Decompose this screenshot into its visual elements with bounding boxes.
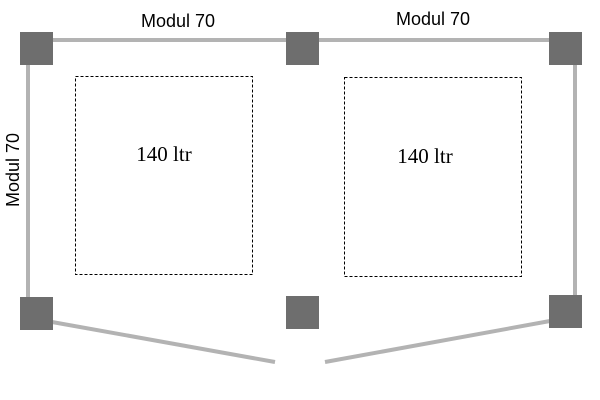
label-top-right-module: Modul 70 xyxy=(396,9,470,29)
post-bottom-left xyxy=(20,297,53,330)
label-left-side-module: Modul 70 xyxy=(3,133,23,207)
label-left-zone: 140 ltr xyxy=(136,142,191,166)
zone-left xyxy=(75,76,253,275)
post-bottom-right xyxy=(549,295,582,328)
zone-right xyxy=(344,77,522,277)
post-top-right xyxy=(549,32,582,65)
post-top-middle xyxy=(286,32,319,65)
label-top-left-module: Modul 70 xyxy=(141,11,215,31)
bottom-right-diagonal xyxy=(324,319,551,364)
bottom-left-diagonal xyxy=(51,320,276,364)
label-right-zone: 140 ltr xyxy=(397,144,452,168)
post-bottom-middle xyxy=(286,296,319,329)
post-top-left xyxy=(20,32,53,65)
